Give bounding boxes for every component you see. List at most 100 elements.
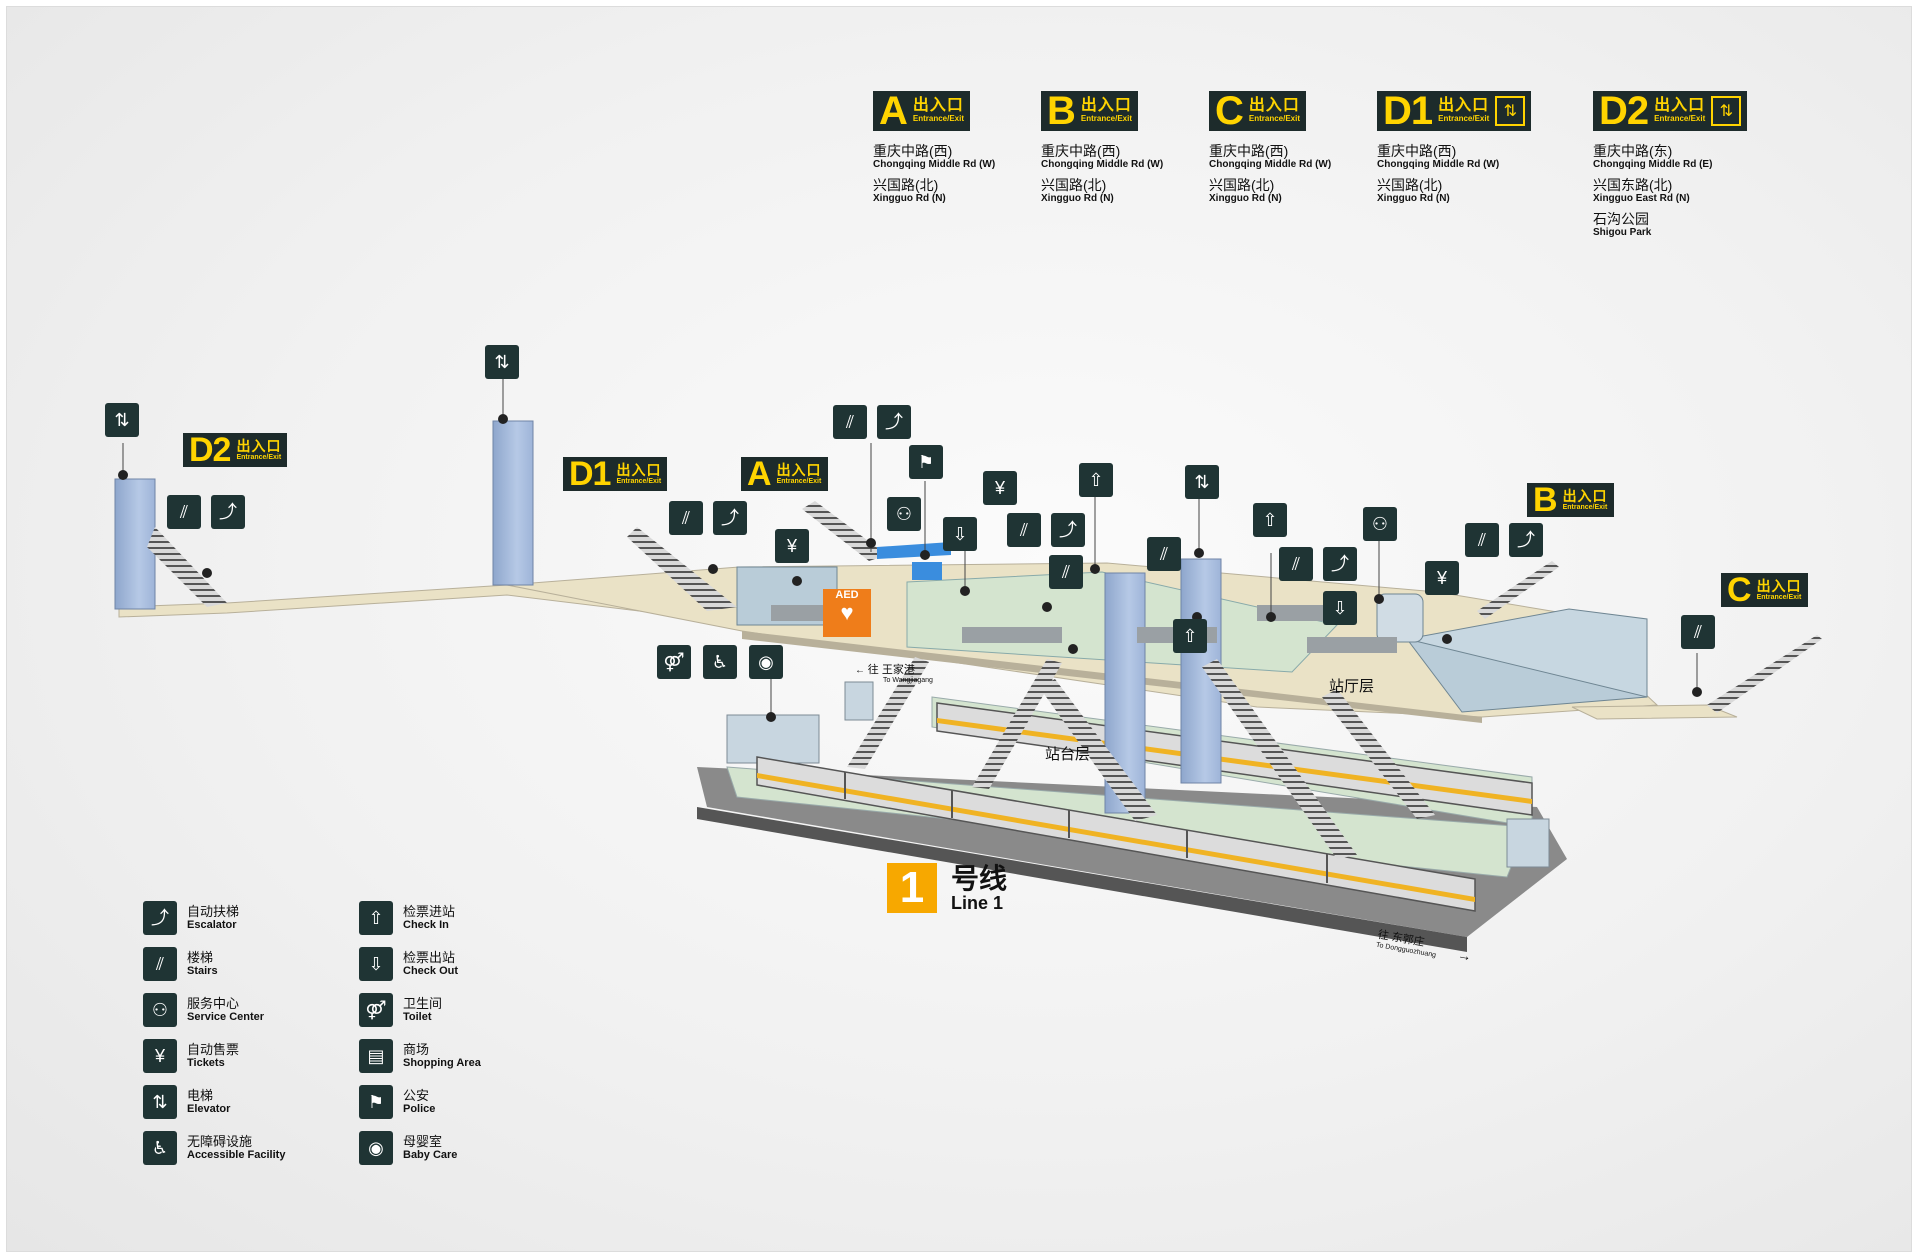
exit-cn: 出入口	[1438, 97, 1490, 114]
heart-icon: ♥	[840, 600, 854, 625]
legend-cn: 母婴室	[403, 1133, 443, 1149]
arrow-left-icon: ←	[855, 665, 865, 676]
line-badge: 1 号线 Line 1	[887, 863, 1007, 913]
legend-cn: 服务中心	[187, 995, 240, 1011]
road-cn: 兴国路(北)	[873, 177, 939, 193]
checkin-icon: ⇧	[359, 901, 393, 935]
stairs-icon: ⫽	[1007, 513, 1041, 547]
line-number: 1	[887, 863, 937, 913]
road-en: Chongqing Middle Rd (W)	[1209, 159, 1332, 170]
road-list: 重庆中路(西) Chongqing Middle Rd (W) 兴国路(北) X…	[1041, 143, 1163, 205]
road-en: Shigou Park	[1593, 227, 1652, 238]
exit-cn: 出入口	[616, 461, 662, 478]
exit-en: Entrance/Exit	[1654, 114, 1706, 123]
tickets-icon: ¥	[983, 471, 1017, 505]
exit-letter: C	[1727, 571, 1752, 609]
stairs-icon: ⫽	[669, 501, 703, 535]
legend-en: Elevator	[187, 1102, 231, 1115]
stairs-icon: ⫽	[1147, 537, 1181, 571]
legend-cn: 自动售票	[187, 1041, 240, 1057]
direction-west-cn: 往 王家港	[867, 664, 915, 676]
elevator-icon: ⇅	[143, 1085, 177, 1119]
legend-en: Baby Care	[403, 1148, 458, 1161]
legend-en: Toilet	[403, 1010, 432, 1023]
legend-cn: 检票进站	[403, 903, 456, 919]
service-center-icon: ⚇	[1363, 507, 1397, 541]
toilet-icon: ⚤	[657, 645, 691, 679]
legend-en: Police	[403, 1102, 436, 1115]
stairs-icon: ⫽	[1049, 555, 1083, 589]
legend-en: Shopping Area	[403, 1056, 481, 1069]
road-en: Xingguo Rd (N)	[873, 193, 946, 204]
tickets-icon: ¥	[1425, 561, 1459, 595]
exit-cn: 出入口	[1562, 487, 1608, 504]
exit-en: Entrance/Exit	[1438, 114, 1490, 123]
road-list: 重庆中路(东) Chongqing Middle Rd (E) 兴国东路(北) …	[1593, 143, 1747, 239]
exit-cn: 出入口	[1654, 97, 1706, 114]
escalator-icon: ⤴	[1509, 523, 1543, 557]
toilet-icon: ⚤	[359, 993, 393, 1027]
exit-cn: 出入口	[1756, 577, 1802, 594]
road-en: Xingguo Rd (N)	[1041, 193, 1114, 204]
legend-en: Escalator	[187, 918, 237, 931]
checkout-icon: ⇩	[359, 947, 393, 981]
exit-cn: 出入口	[1080, 97, 1132, 114]
exit-letter: D1	[569, 455, 611, 493]
escalator-icon: ⤴	[1323, 547, 1357, 581]
road-cn: 重庆中路(西)	[1209, 143, 1289, 159]
exit-letter: A	[747, 455, 772, 493]
exit-en: Entrance/Exit	[912, 114, 965, 123]
road-cn: 兴国东路(北)	[1593, 177, 1673, 193]
legend-en: Check Out	[403, 964, 459, 977]
escalator-icon: ⤴	[1051, 513, 1085, 547]
road-en: Chongqing Middle Rd (W)	[1377, 159, 1500, 170]
shopping-icon: ▤	[359, 1039, 393, 1073]
legend-cn: 检票出站	[403, 949, 456, 965]
elevator-icon: ⇅	[1495, 96, 1526, 126]
direction-west: ← 往 王家港 To Wangjiagang	[855, 661, 933, 684]
train-front	[756, 756, 1476, 912]
exit-en: Entrance/Exit	[1756, 593, 1802, 601]
legend-cn: 自动扶梯	[187, 903, 240, 919]
fare-gates	[771, 605, 1397, 653]
road-en: Chongqing Middle Rd (W)	[1041, 159, 1164, 170]
escalator-icon: ⤴	[713, 501, 747, 535]
escalator-icon: ⤴	[211, 495, 245, 529]
exit-letter: D2	[1599, 89, 1649, 133]
exit-cn: 出入口	[1248, 97, 1300, 114]
road-cn: 兴国路(北)	[1377, 177, 1443, 193]
road-cn: 兴国路(北)	[1041, 177, 1107, 193]
exit-letter: A	[879, 89, 908, 133]
escalator-icon: ⤴	[877, 405, 911, 439]
exit-en: Entrance/Exit	[616, 477, 662, 485]
baby-care-icon: ◉	[359, 1131, 393, 1165]
exit-letter: B	[1047, 89, 1076, 133]
exit-en: Entrance/Exit	[776, 477, 822, 485]
exit-letter: D1	[1383, 89, 1433, 133]
legend-cn: 卫生间	[403, 995, 443, 1011]
road-cn: 重庆中路(西)	[1377, 143, 1457, 159]
station-diagram	[114, 373, 1822, 952]
road-cn: 重庆中路(西)	[1041, 143, 1121, 159]
exit-letter: C	[1215, 89, 1244, 133]
elevator-icon: ⇅	[1185, 465, 1219, 499]
exit-cn: 出入口	[912, 97, 964, 114]
legend-cn: 电梯	[187, 1087, 214, 1103]
exit-letter: D2	[189, 431, 231, 469]
road-en: Chongqing Middle Rd (E)	[1593, 159, 1713, 170]
checkin-icon: ⇧	[1253, 503, 1287, 537]
